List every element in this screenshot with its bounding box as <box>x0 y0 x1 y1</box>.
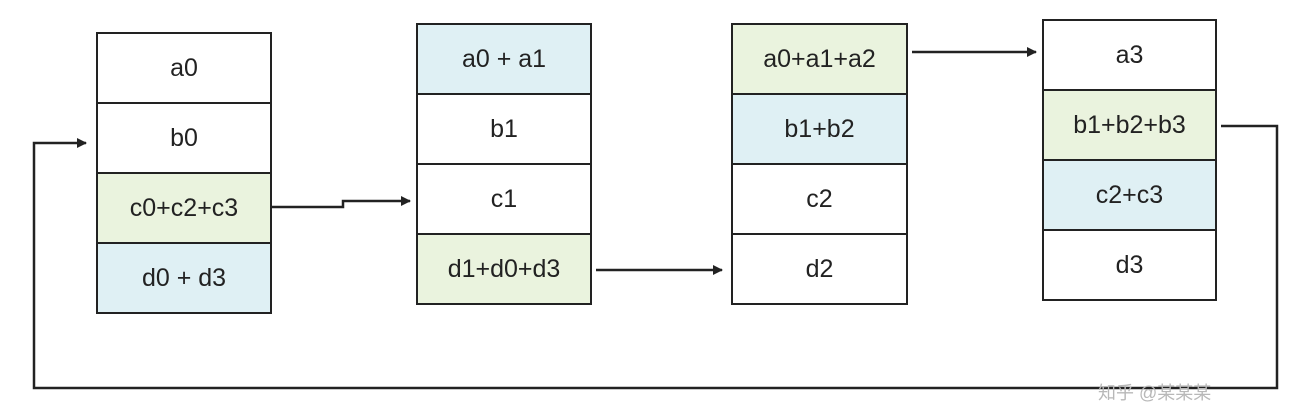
cell-label: d0 + d3 <box>142 264 226 292</box>
arrows-layer <box>32 47 1279 390</box>
cell-rect <box>731 23 908 95</box>
cell-rect <box>416 233 592 305</box>
cell-c1: c1 <box>416 163 592 235</box>
cell-d3: d3 <box>1042 229 1217 301</box>
cell-d0-d3: d0 + d3 <box>96 242 272 314</box>
cell-rect <box>96 242 272 314</box>
cell-label: d3 <box>1116 251 1144 279</box>
block-4: a3 b1+b2+b3 c2+c3 d3 <box>1042 19 1217 301</box>
cell-label: d1+d0+d3 <box>448 255 561 283</box>
cell-rect <box>416 163 592 235</box>
cell-label: c2+c3 <box>1096 181 1163 209</box>
cell-c2: c2 <box>731 163 908 235</box>
cell-label: c0+c2+c3 <box>130 194 238 222</box>
cell-rect <box>1042 19 1217 91</box>
cell-a0-a1-a2: a0+a1+a2 <box>731 23 908 95</box>
cell-b0: b0 <box>96 102 272 174</box>
cell-label: b0 <box>170 124 198 152</box>
cell-label: b1 <box>490 115 518 143</box>
cell-label: c1 <box>491 185 517 213</box>
cell-label: c2 <box>806 185 832 213</box>
cell-d2: d2 <box>731 233 908 305</box>
block-1: a0 b0 c0+c2+c3 d0 + d3 <box>96 32 272 314</box>
block-2: a0 + a1 b1 c1 d1+d0+d3 <box>416 23 592 305</box>
cell-rect <box>1042 89 1217 161</box>
cell-rect <box>96 172 272 244</box>
cell-rect <box>96 32 272 104</box>
cell-c2-c3: c2+c3 <box>1042 159 1217 231</box>
cell-b1-b2: b1+b2 <box>731 93 908 165</box>
cell-label: b1+b2+b3 <box>1073 111 1186 139</box>
cell-rect <box>731 233 908 305</box>
cell-label: b1+b2 <box>784 115 854 143</box>
cell-label: a3 <box>1116 41 1144 69</box>
cell-a0: a0 <box>96 32 272 104</box>
cell-b1-b2-b3: b1+b2+b3 <box>1042 89 1217 161</box>
cell-rect <box>96 102 272 174</box>
cell-rect <box>731 163 908 235</box>
cell-rect <box>1042 229 1217 301</box>
cell-c0-c2-c3: c0+c2+c3 <box>96 172 272 244</box>
cell-d1-d0-d3: d1+d0+d3 <box>416 233 592 305</box>
arrow-block4-loop-to-block1 <box>32 124 1279 390</box>
cell-b1: b1 <box>416 93 592 165</box>
cell-label: a0 + a1 <box>462 45 546 73</box>
arrow-block1-to-block2 <box>272 196 411 209</box>
cell-a3: a3 <box>1042 19 1217 91</box>
cell-label: a0+a1+a2 <box>763 45 876 73</box>
cell-a0-a1: a0 + a1 <box>416 23 592 95</box>
cell-rect <box>1042 159 1217 231</box>
cell-label: d2 <box>806 255 834 283</box>
watermark: 知乎 @某某某 <box>1098 383 1211 402</box>
block-3: a0+a1+a2 b1+b2 c2 d2 <box>731 23 908 305</box>
cell-label: a0 <box>170 54 198 82</box>
